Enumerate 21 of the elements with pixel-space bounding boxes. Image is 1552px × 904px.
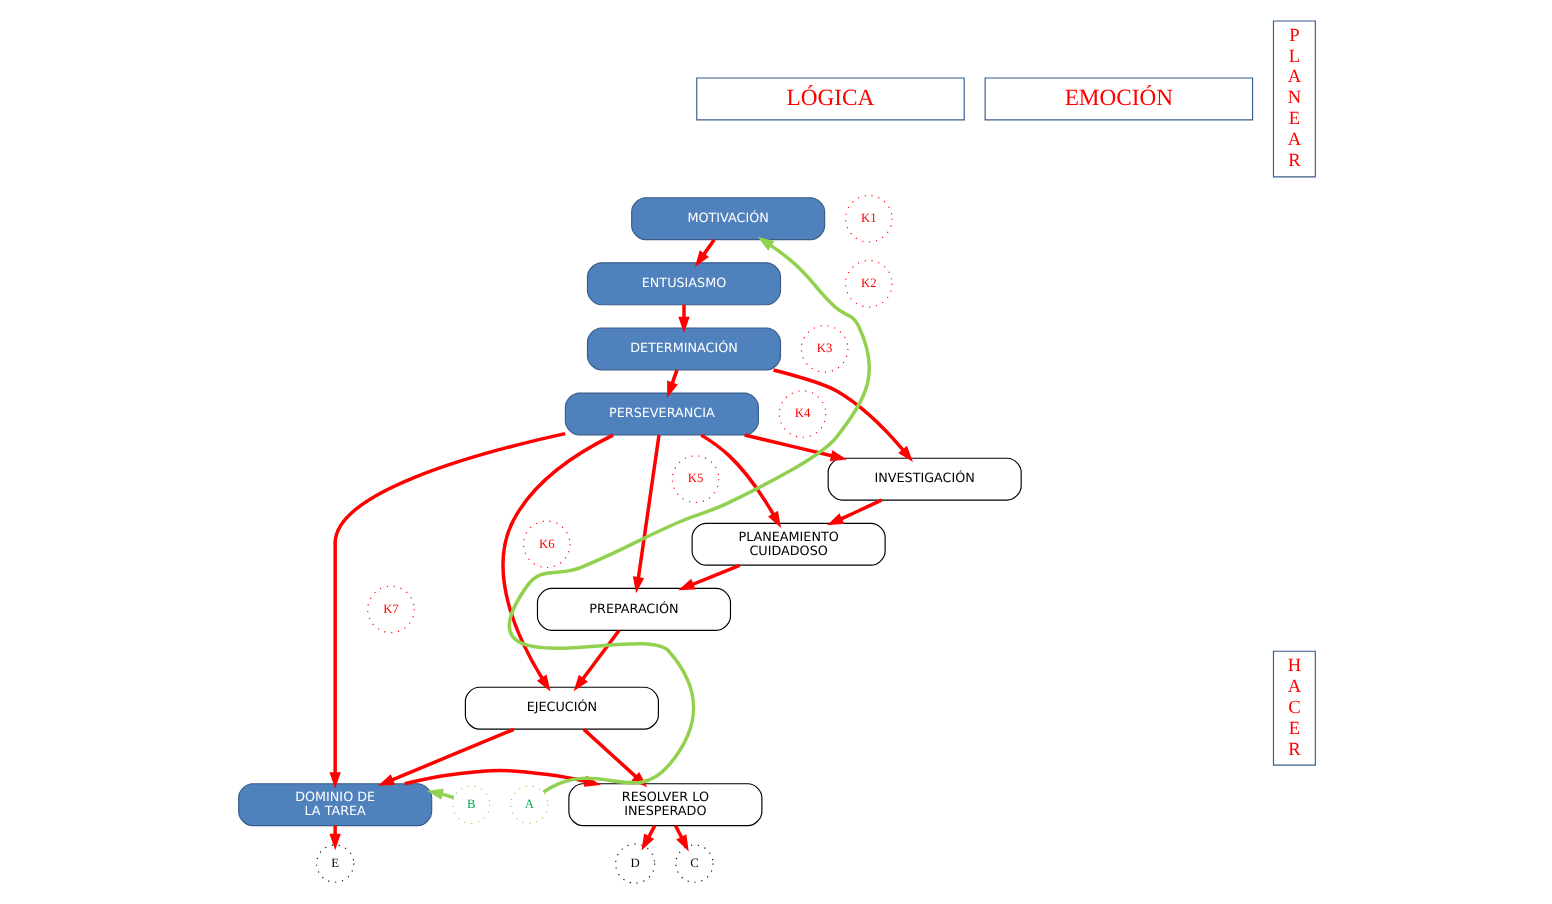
arrow (507, 236, 870, 794)
node-box: LÓGICA (695, 77, 964, 121)
arrow (572, 629, 620, 692)
arrow (743, 433, 846, 462)
arrow (694, 238, 715, 267)
arrow (826, 498, 882, 526)
arrow (631, 434, 660, 594)
arrow (403, 768, 600, 787)
arrow (666, 369, 678, 398)
arrow (328, 431, 565, 789)
arrow (699, 433, 781, 528)
arrow (677, 304, 689, 334)
node-box: EMOCIÓN (983, 77, 1253, 121)
arrow (376, 727, 514, 786)
arrow (772, 368, 912, 463)
arrow (500, 433, 613, 692)
arrow (677, 563, 740, 591)
node-box: HACER (1271, 650, 1315, 766)
node-box: PLANEAR (1271, 20, 1315, 178)
arrow (640, 824, 656, 851)
arrow (328, 825, 340, 851)
